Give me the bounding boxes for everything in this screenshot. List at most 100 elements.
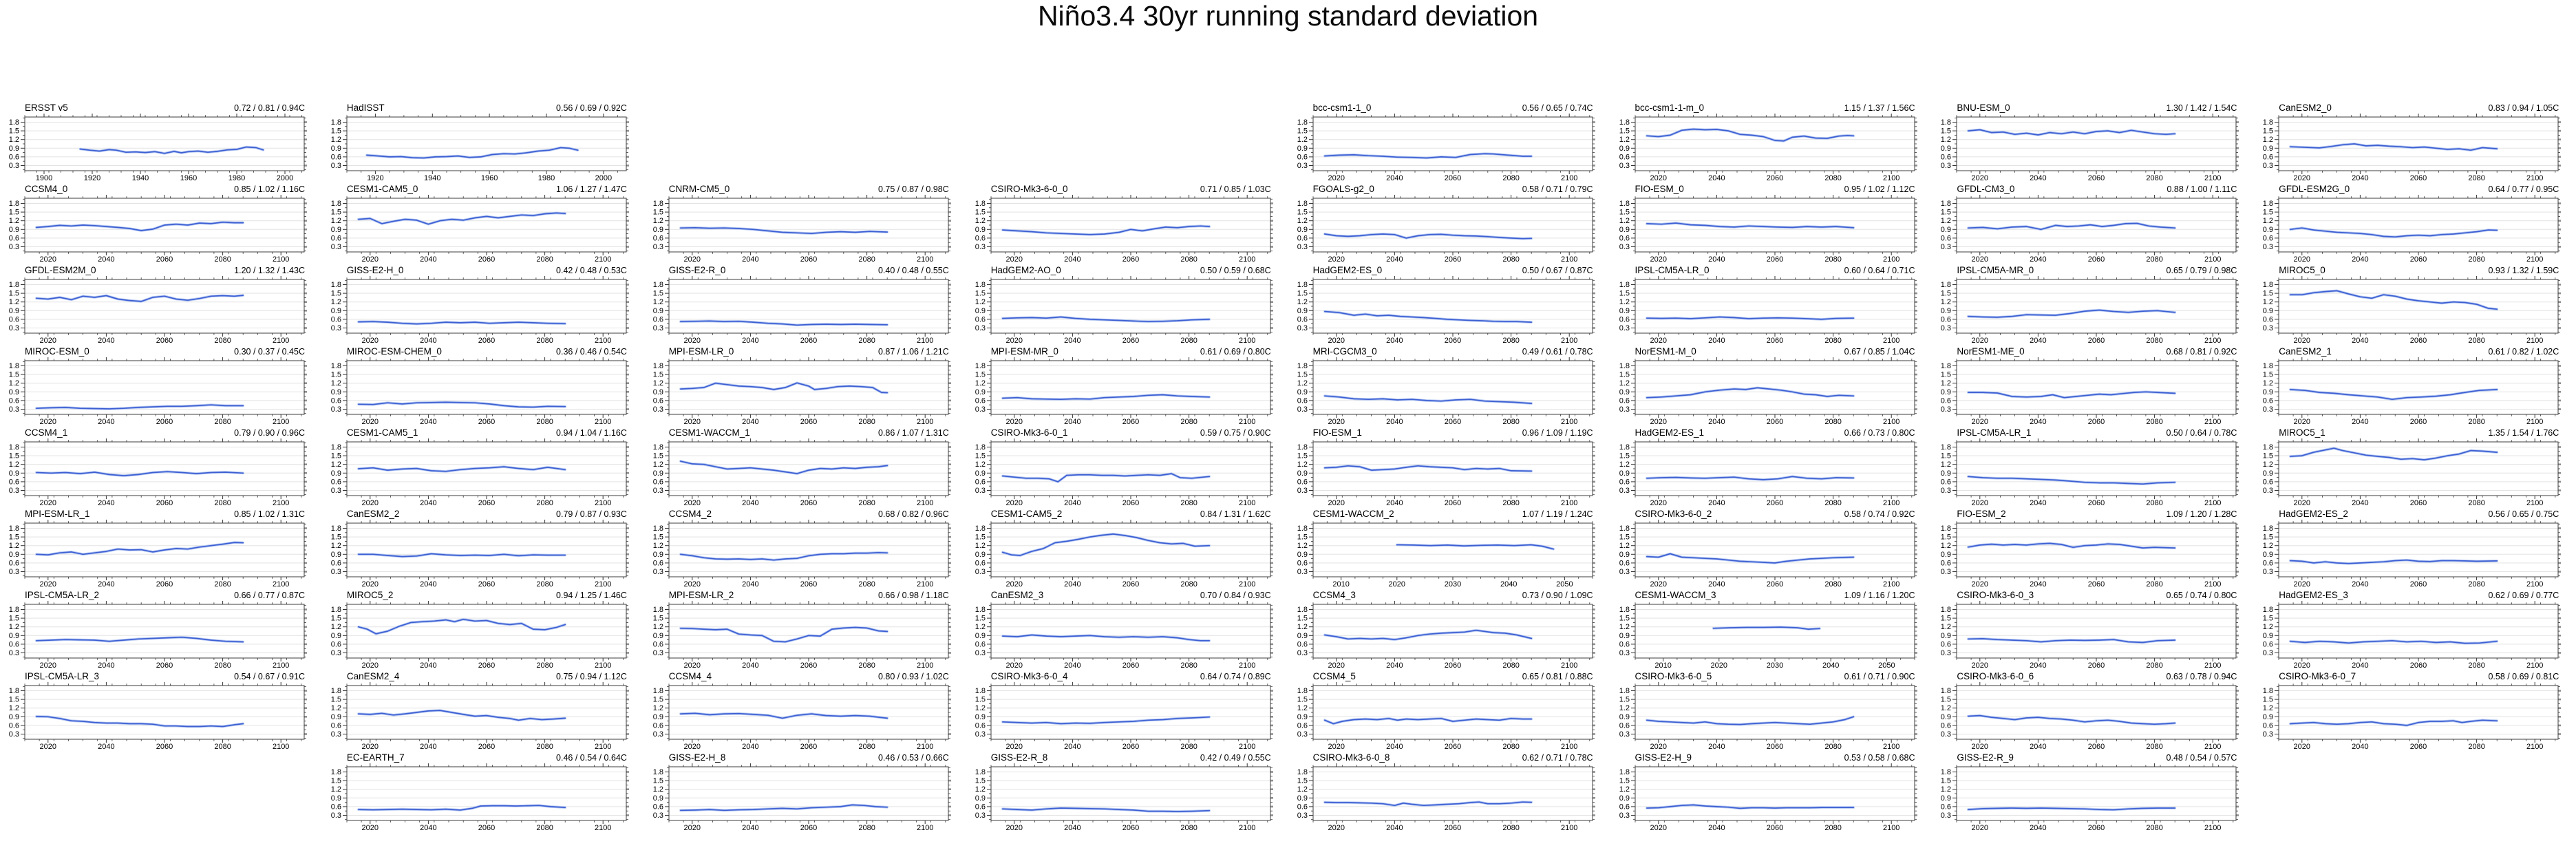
model-name: CSIRO-Mk3-6-0_8 [1312, 752, 1390, 763]
model-name: BNU-ESM_0 [1957, 103, 2010, 113]
svg-text:2100: 2100 [1561, 255, 1577, 263]
svg-text:2060: 2060 [2088, 580, 2105, 588]
svg-text:1.5: 1.5 [1297, 371, 1307, 379]
svg-text:1.5: 1.5 [9, 615, 19, 623]
svg-text:2020: 2020 [1388, 580, 1405, 588]
svg-text:2080: 2080 [214, 499, 231, 507]
svg-text:2080: 2080 [1180, 337, 1197, 344]
svg-text:0.9: 0.9 [9, 388, 19, 396]
panel-stats-min-med-max: 0.84 / 1.31 / 1.62C [1200, 509, 1271, 519]
panel-stats-min-med-max: 1.09 / 1.20 / 1.28C [2166, 509, 2237, 519]
svg-text:2040: 2040 [1064, 499, 1081, 507]
panel-stats-min-med-max: 0.56 / 0.69 / 0.92C [556, 103, 627, 113]
svg-text:2020: 2020 [361, 661, 378, 669]
svg-text:0.9: 0.9 [9, 307, 19, 315]
svg-text:2100: 2100 [2204, 580, 2221, 588]
svg-text:1.2: 1.2 [1619, 136, 1629, 144]
svg-text:2040: 2040 [420, 661, 436, 669]
model-name: CSIRO-Mk3-6-0_4 [990, 671, 1068, 681]
svg-text:2040: 2040 [2352, 580, 2368, 588]
svg-text:1.2: 1.2 [1941, 379, 1951, 388]
panel-stats-min-med-max: 0.48 / 0.54 / 0.57C [2166, 753, 2237, 763]
svg-text:2040: 2040 [420, 255, 436, 263]
svg-text:1.8: 1.8 [9, 362, 19, 370]
svg-text:2100: 2100 [273, 418, 289, 425]
svg-text:2040: 2040 [98, 418, 114, 425]
svg-text:0.6: 0.6 [2263, 478, 2273, 486]
model-name: CanESM2_3 [990, 590, 1044, 600]
panel-stats-min-med-max: 0.62 / 0.69 / 0.77C [2488, 591, 2559, 600]
svg-text:1.5: 1.5 [1941, 452, 1951, 460]
svg-text:2040: 2040 [420, 580, 436, 588]
svg-text:1.2: 1.2 [975, 298, 985, 306]
svg-text:1.5: 1.5 [1619, 533, 1629, 542]
model-name: CESM1-WACCM_2 [1312, 509, 1394, 519]
svg-text:2060: 2060 [2410, 174, 2427, 182]
model-name: MIROC5_1 [2279, 427, 2325, 438]
svg-text:0.3: 0.3 [1941, 243, 1951, 251]
svg-text:1.2: 1.2 [331, 542, 341, 550]
panel-stats-min-med-max: 0.94 / 1.25 / 1.46C [556, 591, 627, 600]
svg-text:0.9: 0.9 [975, 551, 985, 559]
panel-stats-min-med-max: 0.42 / 0.49 / 0.55C [1200, 753, 1271, 763]
svg-text:1.2: 1.2 [653, 298, 663, 306]
model-name: MPI-ESM-MR_0 [990, 346, 1058, 357]
model-name: FGOALS-g2_0 [1312, 184, 1374, 194]
svg-text:1920: 1920 [367, 174, 383, 182]
svg-text:0.6: 0.6 [1297, 153, 1307, 161]
panel-stats-min-med-max: 0.95 / 1.02 / 1.12C [1844, 184, 1915, 194]
svg-text:2040: 2040 [742, 499, 758, 507]
svg-text:1.5: 1.5 [1297, 533, 1307, 542]
svg-text:2040: 2040 [742, 580, 758, 588]
svg-text:2040: 2040 [2352, 499, 2368, 507]
panel-stats-min-med-max: 0.68 / 0.82 / 0.96C [877, 509, 949, 519]
svg-text:2080: 2080 [2147, 174, 2163, 182]
svg-text:2020: 2020 [1972, 418, 1988, 425]
svg-text:1.5: 1.5 [2263, 371, 2273, 379]
svg-text:1.2: 1.2 [975, 217, 985, 225]
svg-text:0.3: 0.3 [1297, 243, 1307, 251]
svg-text:1.8: 1.8 [975, 362, 985, 370]
svg-text:0.6: 0.6 [1941, 315, 1951, 324]
svg-text:1.2: 1.2 [2263, 460, 2273, 469]
svg-text:2020: 2020 [361, 418, 378, 425]
svg-text:1.8: 1.8 [1297, 524, 1307, 533]
svg-text:2100: 2100 [273, 580, 289, 588]
svg-text:1.2: 1.2 [1297, 542, 1307, 550]
svg-text:2020: 2020 [1650, 255, 1666, 263]
svg-text:2060: 2060 [1444, 174, 1460, 182]
svg-text:2060: 2060 [1766, 580, 1782, 588]
svg-text:2080: 2080 [2469, 337, 2485, 344]
svg-text:1.8: 1.8 [653, 200, 663, 208]
svg-text:1.8: 1.8 [331, 443, 341, 452]
svg-text:0.6: 0.6 [331, 640, 341, 648]
svg-text:0.3: 0.3 [1941, 162, 1951, 170]
svg-text:1.2: 1.2 [653, 379, 663, 388]
model-name: CCSM4_1 [25, 427, 68, 438]
